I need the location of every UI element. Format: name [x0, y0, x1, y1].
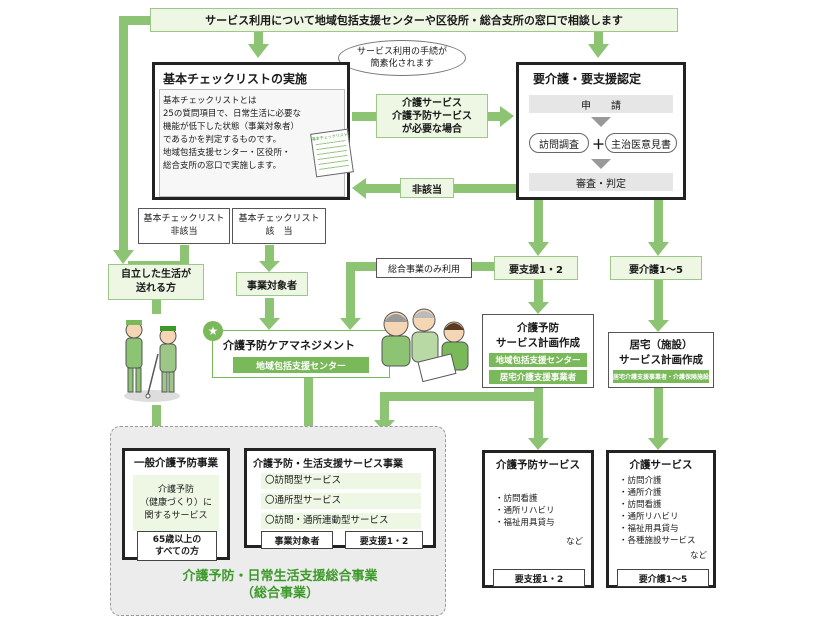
prev-services-item: ・訪問看護	[495, 494, 538, 504]
checklist-desc-line: 総合支所の窓口で実施します。	[163, 161, 282, 171]
self-reliant-line2: 送れる方	[136, 283, 176, 294]
home-plan-line1: 居宅（施設）	[629, 339, 693, 351]
prev-services-tag: 要支援1・2	[493, 569, 585, 587]
prev-services-box: 介護予防サービス ・訪問看護 ・通所リハビリ ・福祉用具貸与 など 要支援1・2	[482, 450, 594, 588]
care-services-tag: 要介護1～5	[617, 569, 709, 587]
livelihood-item: 〇訪問・通所連動型サービス	[261, 513, 421, 529]
consultation-illustration	[381, 308, 469, 383]
checklist-desc-line: 機能が低下した状態（事業対象者）	[163, 122, 300, 132]
prev-plan-line2: サービス計画作成	[496, 337, 580, 349]
care-services-title: 介護サービス	[629, 459, 693, 471]
sogo-title-line1: 介護予防・日常生活支援総合事業	[182, 569, 378, 584]
general-body-line: 介護予防	[157, 484, 194, 495]
care-services-item: ・通所リハビリ	[619, 512, 679, 522]
branch-yes-line1: 基本チェックリスト	[238, 214, 320, 224]
need-service-line2: 介護予防サービス	[392, 110, 472, 122]
checklist-title: 基本チェックリストの実施	[163, 72, 308, 86]
prev-services-list: ・訪問看護 ・通所リハビリ ・福祉用具貸与	[495, 493, 555, 529]
need-service-label: 介護サービス 介護予防サービス が必要な場合	[376, 94, 488, 138]
general-body-line: 関するサービス	[144, 510, 208, 521]
general-body: 介護予防 （健康づくり）に 関するサービス	[133, 475, 219, 531]
speech-bubble-line1: サービス利用の手続が	[356, 47, 447, 57]
prev-services-item: ・福祉用具貸与	[495, 518, 555, 528]
prev-plan-org1: 地域包括支援センター	[489, 353, 587, 367]
general-target-line: すべての方	[154, 547, 199, 557]
speech-bubble-line2: 簡素化されます	[370, 59, 434, 69]
general-title: 一般介護予防事業	[134, 457, 218, 469]
care-cert-review: 審査・判定	[529, 173, 673, 191]
kcm-center: 地域包括支援センター	[233, 357, 369, 373]
general-body-line: （健康づくり）に	[139, 497, 212, 508]
speech-bubble: サービス利用の手続が 簡素化されます	[338, 40, 466, 76]
checklist-desc-line: 25の質問項目で、日常生活に必要な	[163, 109, 301, 119]
checklist-sheet-lines	[315, 140, 350, 172]
prev-plan-org2: 居宅介護支援事業者	[489, 370, 587, 384]
support-level-label: 要支援1・2	[494, 256, 578, 280]
care-services-list: ・訪問介護 ・通所介護 ・訪問看護 ・通所リハビリ ・福祉用具貸与 ・各種施設サ…	[619, 475, 696, 547]
checklist-desc: 基本チェックリストとは 25の質問項目で、日常生活に必要な 機能が低下した状態（…	[163, 95, 301, 173]
kcm-title: 介護予防ケアマネジメント	[223, 339, 355, 352]
checklist-desc-line: であるかを判定するものです。	[163, 135, 282, 145]
livelihood-item: 〇訪問型サービス	[261, 473, 421, 489]
general-prevention-box: 一般介護予防事業 介護予防 （健康づくり）に 関するサービス 65歳以上の すべ…	[122, 448, 230, 561]
livelihood-tag-target: 事業対象者	[261, 531, 333, 549]
prev-services-etc: など	[565, 537, 583, 547]
care-services-item: ・訪問介護	[619, 476, 662, 486]
care-services-item: ・各種施設サービス	[619, 536, 696, 546]
sogo-title: 介護予防・日常生活支援総合事業 （総合事業）	[150, 568, 410, 602]
care-cert-apply: 申 請	[529, 95, 673, 113]
livelihood-title: 介護予防・生活支援サービス事業	[253, 459, 403, 470]
care-services-item: ・通所介護	[619, 488, 662, 498]
branch-not-applicable: 基本チェックリスト 非該当	[138, 208, 230, 244]
not-applicable-label: 非該当	[400, 178, 454, 198]
target-person-label: 事業対象者	[236, 272, 308, 296]
care-cert-box: 要介護・要支援認定 申 請 訪問調査 ＋ 主治医意見書 審査・判定	[516, 62, 686, 200]
care-cert-title: 要介護・要支援認定	[533, 72, 642, 86]
care-cert-visit: 訪問調査	[529, 133, 589, 153]
care-services-item: ・福祉用具貸与	[619, 524, 679, 534]
care-services-box: 介護サービス ・訪問介護 ・通所介護 ・訪問看護 ・通所リハビリ ・福祉用具貸与…	[606, 450, 716, 588]
need-service-line3: が必要な場合	[402, 123, 462, 135]
self-reliant-line1: 自立した生活が	[121, 269, 191, 280]
self-reliant-label: 自立した生活が 送れる方	[108, 264, 204, 300]
home-plan-box: 居宅（施設） サービス計画作成 居宅介護支援事業者・介護保険施設	[608, 332, 714, 388]
elderly-golfer-illustration	[124, 320, 180, 402]
prev-services-item: ・通所リハビリ	[495, 506, 555, 516]
checklist-box: 基本チェックリストの実施 基本チェックリストとは 25の質問項目で、日常生活に必…	[152, 62, 354, 200]
branch-not-line2: 非該当	[170, 227, 198, 237]
care-cert-arrow-2	[591, 159, 611, 169]
home-plan-org: 居宅介護支援事業者・介護保険施設	[613, 370, 709, 383]
branch-yes-line2: 該 当	[265, 227, 293, 237]
kcm-star-icon: ★	[203, 321, 223, 341]
livelihood-item: 〇通所型サービス	[261, 493, 421, 509]
care-level-label: 要介護1～5	[610, 256, 702, 280]
branch-not-line1: 基本チェックリスト	[143, 214, 225, 224]
branch-applicable: 基本チェックリスト 該 当	[232, 208, 326, 244]
care-services-etc: など	[689, 551, 707, 561]
kcm-box: ★ 介護予防ケアマネジメント 地域包括支援センター	[203, 321, 390, 378]
home-plan-line2: サービス計画作成	[619, 354, 703, 366]
prev-services-title: 介護予防サービス	[496, 459, 580, 471]
top-banner: サービス利用について地域包括支援センターや区役所・総合支所の窓口で相談します	[150, 8, 678, 32]
livelihood-tag-support: 要支援1・2	[345, 531, 423, 549]
sogo-title-line2: （総合事業）	[240, 586, 319, 601]
prev-plan-box: 介護予防 サービス計画作成 地域包括支援センター 居宅介護支援事業者	[482, 314, 594, 388]
general-target: 65歳以上の すべての方	[137, 531, 217, 561]
only-sogo-label: 総合事業のみ利用	[376, 258, 472, 278]
care-services-item: ・訪問看護	[619, 500, 662, 510]
need-service-line1: 介護サービス	[402, 97, 462, 109]
care-cert-doctor: 主治医意見書	[605, 133, 677, 153]
livelihood-box: 介護予防・生活支援サービス事業 〇訪問型サービス 〇通所型サービス 〇訪問・通所…	[244, 448, 436, 549]
checklist-sheet-icon: 基本チェックリスト	[310, 128, 354, 178]
prev-plan-line1: 介護予防	[517, 322, 559, 334]
general-target-line: 65歳以上の	[152, 535, 202, 545]
checklist-desc-line: 基本チェックリストとは	[163, 96, 257, 106]
care-cert-arrow-1	[591, 117, 611, 127]
care-cert-plus: ＋	[592, 138, 606, 153]
checklist-desc-line: 地域包括支援センター・区役所・	[163, 148, 291, 158]
